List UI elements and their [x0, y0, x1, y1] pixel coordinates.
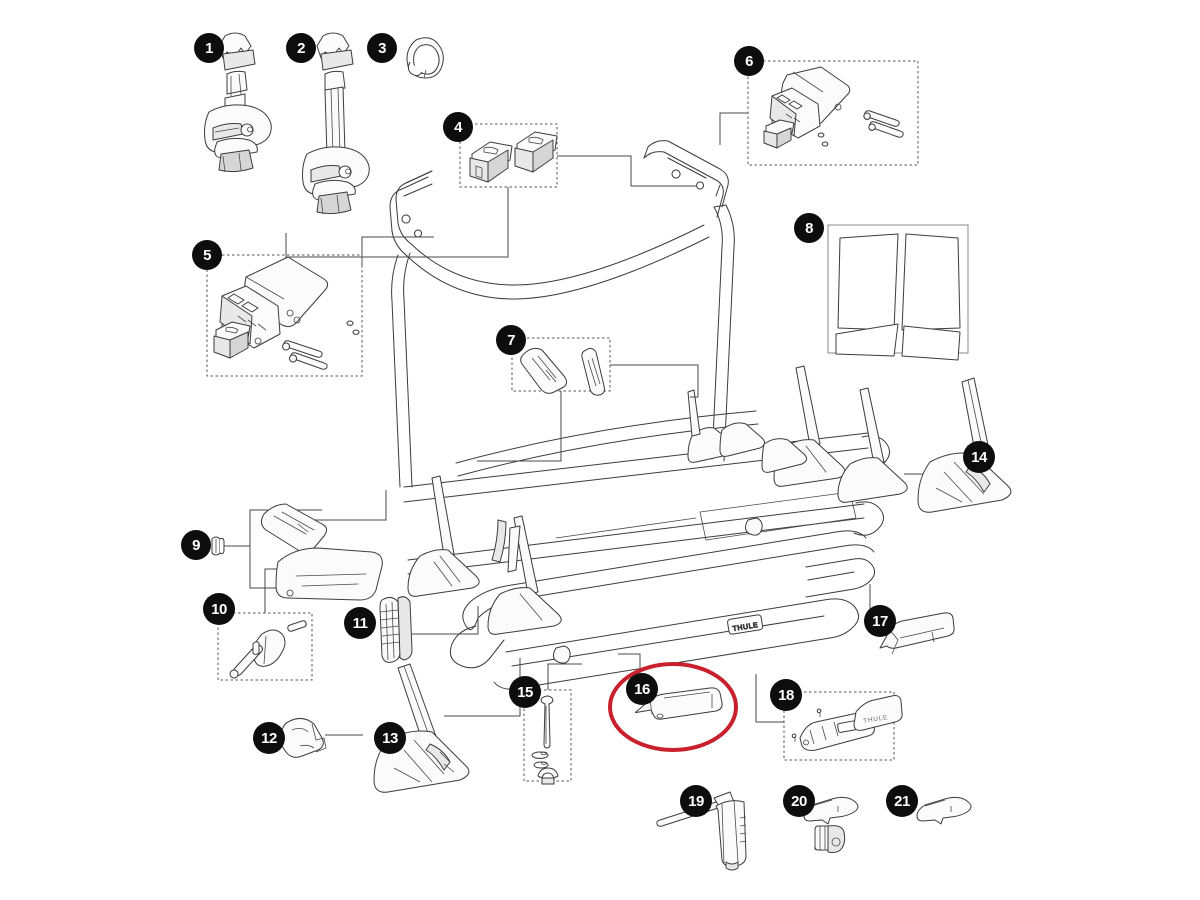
callout-badge-13[interactable]: 13: [374, 722, 406, 754]
callout-badge-20[interactable]: 20: [783, 785, 815, 817]
group-box-6: [747, 60, 919, 166]
part-4-end-caps: [469, 131, 558, 183]
part-14-rear-wheel-holder-arm: [917, 377, 1012, 513]
callout-badge-21[interactable]: 21: [886, 785, 918, 817]
callout-badge-2[interactable]: 2: [286, 33, 316, 63]
group-box-8: [827, 224, 969, 354]
part-2-wheel-clamp-long: [302, 32, 370, 215]
rail-sub-parts: [260, 503, 383, 601]
group-box-7: [511, 337, 611, 392]
mounted-wheel-holders: [407, 365, 908, 664]
part-1-wheel-clamp-short: [204, 32, 272, 173]
callout-badge-11[interactable]: 11: [344, 607, 376, 639]
part-6-right-bracket-kit: [763, 66, 904, 149]
callout-badge-17[interactable]: 17: [864, 605, 896, 637]
part-18-lock-housing-kit: THULE: [791, 695, 903, 751]
group-box-10: [217, 612, 313, 681]
callout-badge-1[interactable]: 1: [194, 33, 224, 63]
part-20-lock-cylinder-key: [803, 796, 859, 853]
callout-badge-12[interactable]: 12: [253, 722, 285, 754]
part-12-wheel-tray-end-cap: [280, 718, 327, 758]
svg-text:THULE: THULE: [732, 622, 759, 633]
callout-badge-19[interactable]: 19: [680, 785, 712, 817]
callout-badge-6[interactable]: 6: [734, 46, 764, 76]
part-7-strap-buckles: [520, 347, 605, 396]
callout-badge-9[interactable]: 9: [181, 530, 211, 560]
part-11-ratchet-strap: [379, 596, 413, 663]
callout-badge-5[interactable]: 5: [192, 240, 222, 270]
svg-text:THULE: THULE: [863, 714, 889, 725]
part-15-bolt-washer-nut: [531, 695, 559, 785]
callout-badge-15[interactable]: 15: [509, 676, 541, 708]
callout-badge-4[interactable]: 4: [443, 112, 473, 142]
callout-badge-18[interactable]: 18: [770, 679, 802, 711]
callout-badge-10[interactable]: 10: [203, 593, 235, 625]
part-5-left-bracket-kit: [213, 256, 360, 370]
part-9-bushing: [211, 536, 225, 556]
callout-badge-16[interactable]: 16: [626, 673, 658, 705]
highlight-ellipse: [608, 662, 738, 752]
part-21-spare-key: [916, 796, 972, 825]
callout-badge-8[interactable]: 8: [794, 213, 824, 243]
part-16-frame-cover-left: [634, 687, 723, 720]
part-8-decal-sheet: [835, 233, 961, 361]
part-10-fastener-kit: [229, 620, 307, 679]
callout-badge-7[interactable]: 7: [496, 325, 526, 355]
group-box-5: [206, 254, 363, 377]
group-boxes: [206, 60, 969, 782]
callout-badge-14[interactable]: 14: [963, 441, 995, 473]
group-box-18: [783, 691, 895, 761]
callout-badge-3[interactable]: 3: [367, 33, 397, 63]
part-17-frame-cover-right: [879, 612, 955, 655]
part-3-clamp-jaw-pad: [406, 37, 444, 79]
